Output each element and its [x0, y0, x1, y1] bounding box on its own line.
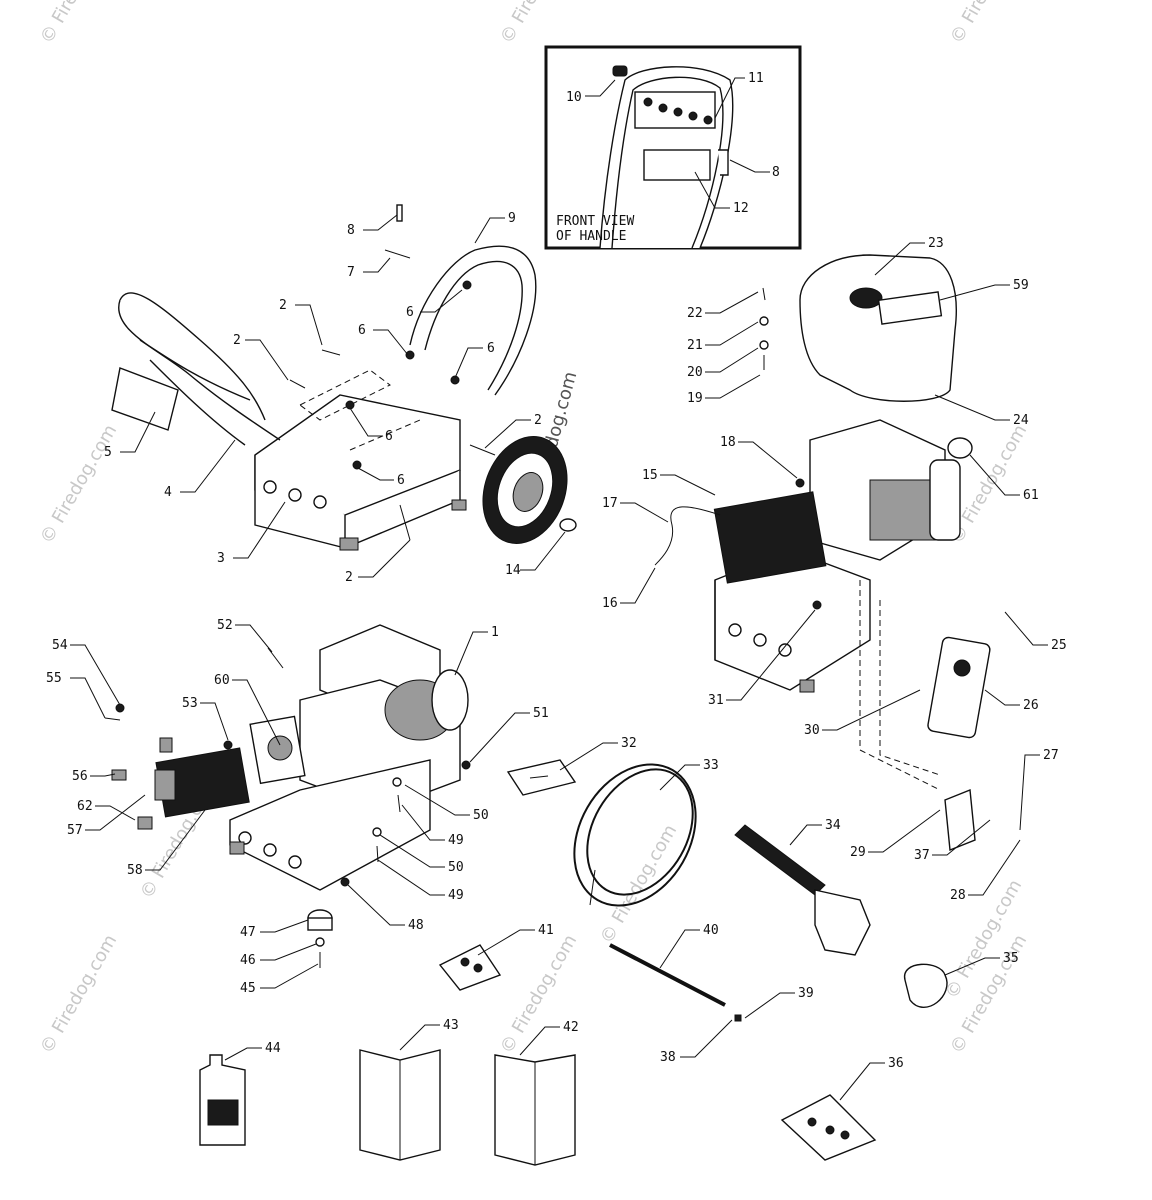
callout-16: 16: [602, 596, 618, 611]
watermark: © Firedog.com: [496, 931, 581, 1057]
pump-engine-assembly: [104, 624, 471, 968]
frame-assembly: [111, 204, 537, 551]
callout-23: 23: [928, 236, 944, 251]
watermark: © Firedog.com: [946, 0, 1031, 48]
callout-25: 25: [1051, 638, 1067, 653]
callout-21: 21: [687, 338, 703, 353]
callout-33: 33: [703, 758, 719, 773]
inset-front-view-of-handle: FRONT VIEW OF HANDLE: [544, 45, 802, 250]
callout-10: 10: [566, 90, 582, 105]
callout-22: 22: [687, 306, 703, 321]
callout-18: 18: [720, 435, 736, 450]
callout-labels: 10 11 8 12 8 9 7 2 6 2 6 6 6 6 2 5 4 3 2…: [46, 71, 1067, 1071]
callout-34: 34: [825, 818, 841, 833]
callout-49: 49: [448, 888, 464, 903]
callout-2: 2: [233, 333, 241, 348]
callout-20: 20: [687, 365, 703, 380]
callout-leaders: [70, 77, 1048, 1101]
callout-60: 60: [214, 673, 230, 688]
callout-50: 50: [448, 860, 464, 875]
callout-45: 45: [240, 981, 256, 996]
callout-62: 62: [77, 799, 93, 814]
inset-caption-line1: FRONT VIEW: [556, 214, 634, 229]
callout-56: 56: [72, 769, 88, 784]
callout-2: 2: [279, 298, 287, 313]
callout-44: 44: [265, 1041, 281, 1056]
callout-2: 2: [534, 413, 542, 428]
callout-42: 42: [563, 1020, 579, 1035]
callout-49: 49: [448, 833, 464, 848]
callout-8: 8: [347, 223, 355, 238]
callout-1: 1: [491, 625, 499, 640]
callout-51: 51: [533, 706, 549, 721]
callout-8: 8: [772, 165, 780, 180]
callout-39: 39: [798, 986, 814, 1001]
callout-6: 6: [397, 473, 405, 488]
callout-7: 7: [347, 265, 355, 280]
callout-26: 26: [1023, 698, 1039, 713]
callout-24: 24: [1013, 413, 1029, 428]
callout-43: 43: [443, 1018, 459, 1033]
callout-9: 9: [508, 211, 516, 226]
callout-6: 6: [358, 323, 366, 338]
callout-6: 6: [385, 429, 393, 444]
callout-38: 38: [660, 1050, 676, 1065]
callout-12: 12: [733, 201, 749, 216]
callout-14: 14: [505, 563, 521, 578]
callout-3: 3: [217, 551, 225, 566]
callout-6: 6: [406, 305, 414, 320]
accessories: [199, 759, 948, 1166]
callout-35: 35: [1003, 951, 1019, 966]
callout-53: 53: [182, 696, 198, 711]
watermark: © Firedog.com: [36, 421, 121, 547]
callout-50: 50: [473, 808, 489, 823]
callout-61: 61: [1023, 488, 1039, 503]
engine-fuel-tank-assembly: [654, 254, 991, 851]
watermark: © Firedog.com: [36, 931, 121, 1057]
callout-11: 11: [748, 71, 764, 86]
wheel: [482, 436, 577, 544]
callout-46: 46: [240, 953, 256, 968]
callout-57: 57: [67, 823, 83, 838]
callout-40: 40: [703, 923, 719, 938]
watermark: © Firedog.com: [496, 0, 581, 48]
callout-54: 54: [52, 638, 68, 653]
callout-5: 5: [104, 445, 112, 460]
callout-59: 59: [1013, 278, 1029, 293]
callout-4: 4: [164, 485, 172, 500]
inset-caption-line2: OF HANDLE: [556, 229, 626, 244]
callout-2: 2: [345, 570, 353, 585]
callout-6: 6: [487, 341, 495, 356]
callout-30: 30: [804, 723, 820, 738]
callout-37: 37: [914, 848, 930, 863]
callout-41: 41: [538, 923, 554, 938]
callout-15: 15: [642, 468, 658, 483]
callout-19: 19: [687, 391, 703, 406]
callout-29: 29: [850, 845, 866, 860]
callout-52: 52: [217, 618, 233, 633]
callout-48: 48: [408, 918, 424, 933]
callout-47: 47: [240, 925, 256, 940]
callout-17: 17: [602, 496, 618, 511]
callout-58: 58: [127, 863, 143, 878]
callout-28: 28: [950, 888, 966, 903]
callout-31: 31: [708, 693, 724, 708]
callout-32: 32: [621, 736, 637, 751]
callout-55: 55: [46, 671, 62, 686]
callout-27: 27: [1043, 748, 1059, 763]
callout-36: 36: [888, 1056, 904, 1071]
watermark: © Firedog.com: [36, 0, 121, 48]
watermark: © Firedog.com: [596, 821, 681, 947]
